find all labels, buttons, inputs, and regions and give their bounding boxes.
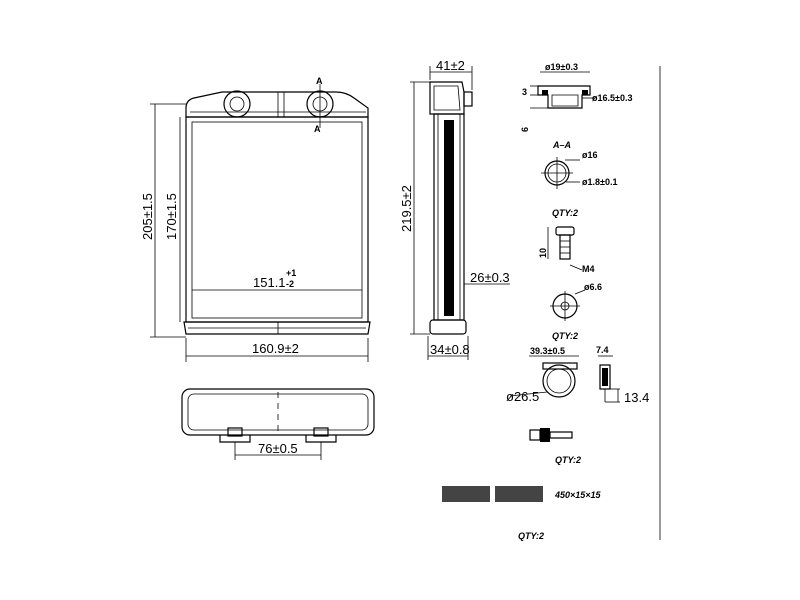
foam-size-label: 450×15×15 xyxy=(554,490,602,500)
core-depth-label: 26±0.3 xyxy=(470,270,510,285)
section-label: A–A xyxy=(552,140,571,150)
flange-thickness-label: 3 xyxy=(522,87,527,97)
inner-diameter-label: ø16.5±0.3 xyxy=(592,93,632,103)
clip-thickness-label: 7.4 xyxy=(596,345,609,355)
height-overall-label: 205±1.5 xyxy=(140,193,155,240)
foam-strip: 450×15×15 QTY:2 xyxy=(442,486,602,541)
front-view: A A 205±1.5 170±1.5 151.1 +1 -2 160.9±2 xyxy=(140,76,371,362)
clip-height-label: 13.4 xyxy=(624,390,649,405)
clip-diameter-label: ø26.5 xyxy=(506,389,539,404)
pin: QTY:2 xyxy=(529,428,581,465)
inlet-pipe xyxy=(223,90,251,118)
width-overall-label: 160.9±2 xyxy=(252,341,299,356)
screw: 10 M4 ø6.6 QTY:2 xyxy=(538,226,602,341)
core xyxy=(185,116,369,323)
collar-height-label: 6 xyxy=(520,127,530,132)
pin-qty: QTY:2 xyxy=(555,455,581,465)
pipe-spacing-label: 76±0.5 xyxy=(258,441,298,456)
clip-width-label: 39.3±0.5 xyxy=(530,346,565,356)
screw-length-label: 10 xyxy=(538,248,548,258)
washer-diameter-label: ø6.6 xyxy=(584,282,602,292)
screw-qty: QTY:2 xyxy=(552,331,578,341)
core-width-tol-lower: -2 xyxy=(286,279,294,289)
height-total-label: 219.5±2 xyxy=(399,185,414,232)
core-width-tol-upper: +1 xyxy=(286,268,296,278)
depth-top-label: 41±2 xyxy=(436,58,465,73)
section-marker-text: A xyxy=(314,124,321,134)
oring-qty: QTY:2 xyxy=(552,208,578,218)
core-width-label: 151.1 xyxy=(253,275,286,290)
foam-qty: QTY:2 xyxy=(518,531,544,541)
oring-diameter-label: ø16 xyxy=(582,150,598,160)
tank-depth-label: 34±0.8 xyxy=(430,342,470,357)
bottom-view: 76±0.5 xyxy=(181,388,375,460)
clip: 39.3±0.5 ø26.5 7.4 13.4 xyxy=(506,345,649,405)
screw-thread-label: M4 xyxy=(582,264,595,274)
section-aa: ø19±0.3 ø16.5±0.3 3 6 A–A xyxy=(520,62,632,150)
oring-section-label: ø1.8±0.1 xyxy=(582,177,617,187)
side-view: 41±2 219.5±2 26±0.3 34±0.8 xyxy=(399,58,510,360)
oring: ø16 ø1.8±0.1 QTY:2 xyxy=(541,150,617,218)
outer-diameter-label: ø19±0.3 xyxy=(545,62,578,72)
height-core-label: 170±1.5 xyxy=(164,193,179,240)
svg-text:A: A xyxy=(316,76,323,86)
